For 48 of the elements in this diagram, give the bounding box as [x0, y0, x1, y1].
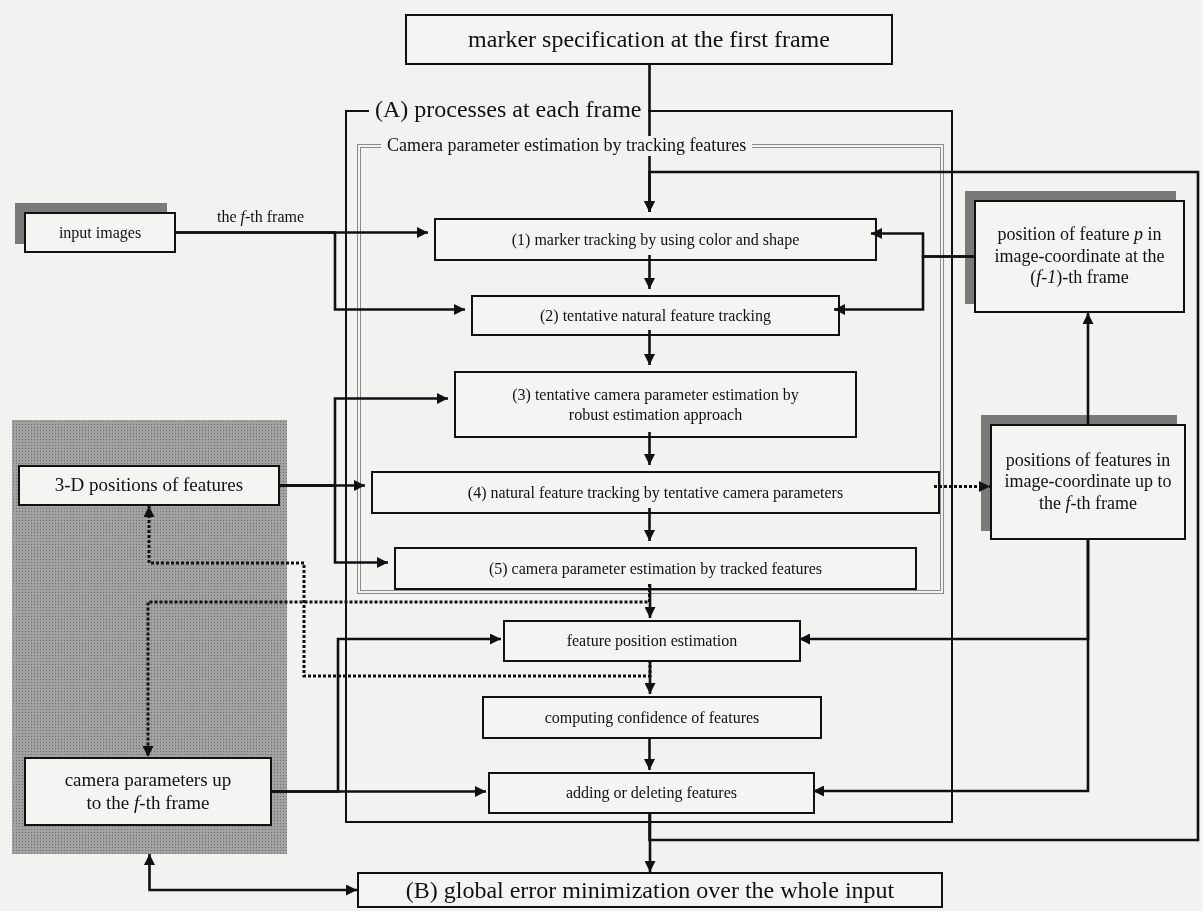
node-text: (1) marker tracking by using color and shape	[511, 229, 800, 250]
arrow	[644, 660, 656, 694]
process-box	[503, 620, 801, 662]
node-text: (5) camera parameter estimation by tracked features	[488, 558, 823, 579]
process-box	[488, 772, 815, 814]
process-box	[371, 471, 940, 514]
arrow	[834, 255, 974, 315]
node-text: computing confidence of features	[544, 707, 760, 728]
dotted-arrow	[142, 584, 651, 757]
node-text: position of feature p in image-coordinate at the (f-1)-th frame	[993, 224, 1166, 289]
node-text: (2) tentative natural feature tracking	[540, 305, 771, 326]
arrow	[280, 484, 388, 568]
process-box	[434, 218, 877, 261]
arrow	[1082, 313, 1094, 424]
node-text: positions of features in image-coordinate up to the f-th frame	[1003, 449, 1173, 515]
process-box	[394, 547, 917, 590]
arrow	[144, 854, 357, 896]
arrow	[644, 432, 655, 465]
data-box	[18, 465, 280, 506]
shaded-panel	[12, 420, 287, 854]
node-text: (3) tentative camera parameter estimation by robust estimation approach	[511, 385, 800, 424]
arrow	[644, 330, 655, 365]
group-heading: Camera parameter estimation by tracking features	[381, 136, 753, 156]
process-box	[482, 696, 822, 739]
process-box	[471, 295, 840, 336]
node-text: (B) global error minimization over the whole input	[405, 875, 895, 905]
process-box	[405, 14, 893, 65]
node-text: (4) natural feature tracking by tentative camera parameters	[467, 482, 844, 503]
data-box	[24, 757, 272, 826]
arrow	[644, 508, 655, 541]
node-text: marker specification at the first frame	[468, 25, 830, 54]
dotted-arrow	[934, 481, 990, 492]
process-box	[357, 872, 943, 908]
node-text: input images	[58, 222, 142, 243]
arrow	[813, 540, 1090, 797]
arrow	[644, 584, 656, 618]
arrow	[272, 786, 486, 797]
edge-label: the f-th frame	[215, 208, 307, 226]
arrow	[644, 737, 655, 770]
node-text: 3-D positions of features	[54, 474, 244, 497]
dotted-arrow	[143, 506, 652, 678]
node-text: camera parameters up to the f-th frame	[63, 768, 233, 815]
arrow	[644, 255, 655, 289]
node-text: feature position estimation	[566, 631, 738, 651]
arrow	[176, 231, 465, 315]
arrow	[644, 170, 1200, 842]
process-box	[454, 371, 857, 438]
node-text: adding or deleting features	[565, 783, 737, 803]
